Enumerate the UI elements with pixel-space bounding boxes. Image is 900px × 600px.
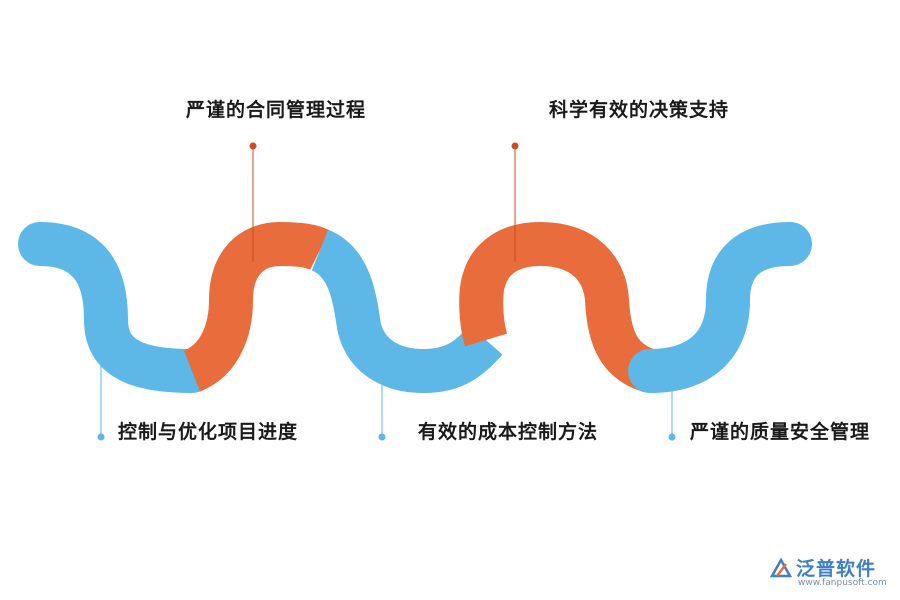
wave-segment-1 — [18, 222, 214, 393]
brand-logo: 泛普软件 www.fanpusoft.com — [768, 552, 892, 596]
wave-segment-5 — [628, 222, 812, 393]
top-label-2: 科学有效的决策支持 — [549, 99, 730, 121]
logo-name: 泛普软件 — [796, 558, 877, 580]
bottom-label-3: 严谨的质量安全管理 — [690, 421, 871, 443]
connector-dot-bottom-3 — [668, 433, 676, 441]
connector-dot-bottom-1 — [97, 433, 105, 441]
logo-url: www.fanpusoft.com — [798, 578, 887, 588]
bottom-label-2: 有效的成本控制方法 — [418, 421, 599, 443]
connector-dot-bottom-2 — [378, 433, 386, 441]
bottom-label-1: 控制与优化项目进度 — [118, 421, 299, 443]
wave-segment-4 — [459, 221, 658, 393]
wave-segment-3 — [309, 229, 503, 394]
connector-dot-top-1 — [249, 142, 257, 150]
logo-icon — [769, 557, 793, 578]
wave-segment-2 — [182, 221, 330, 392]
top-label-1: 严谨的合同管理过程 — [186, 99, 367, 121]
connector-dot-top-2 — [511, 142, 519, 150]
